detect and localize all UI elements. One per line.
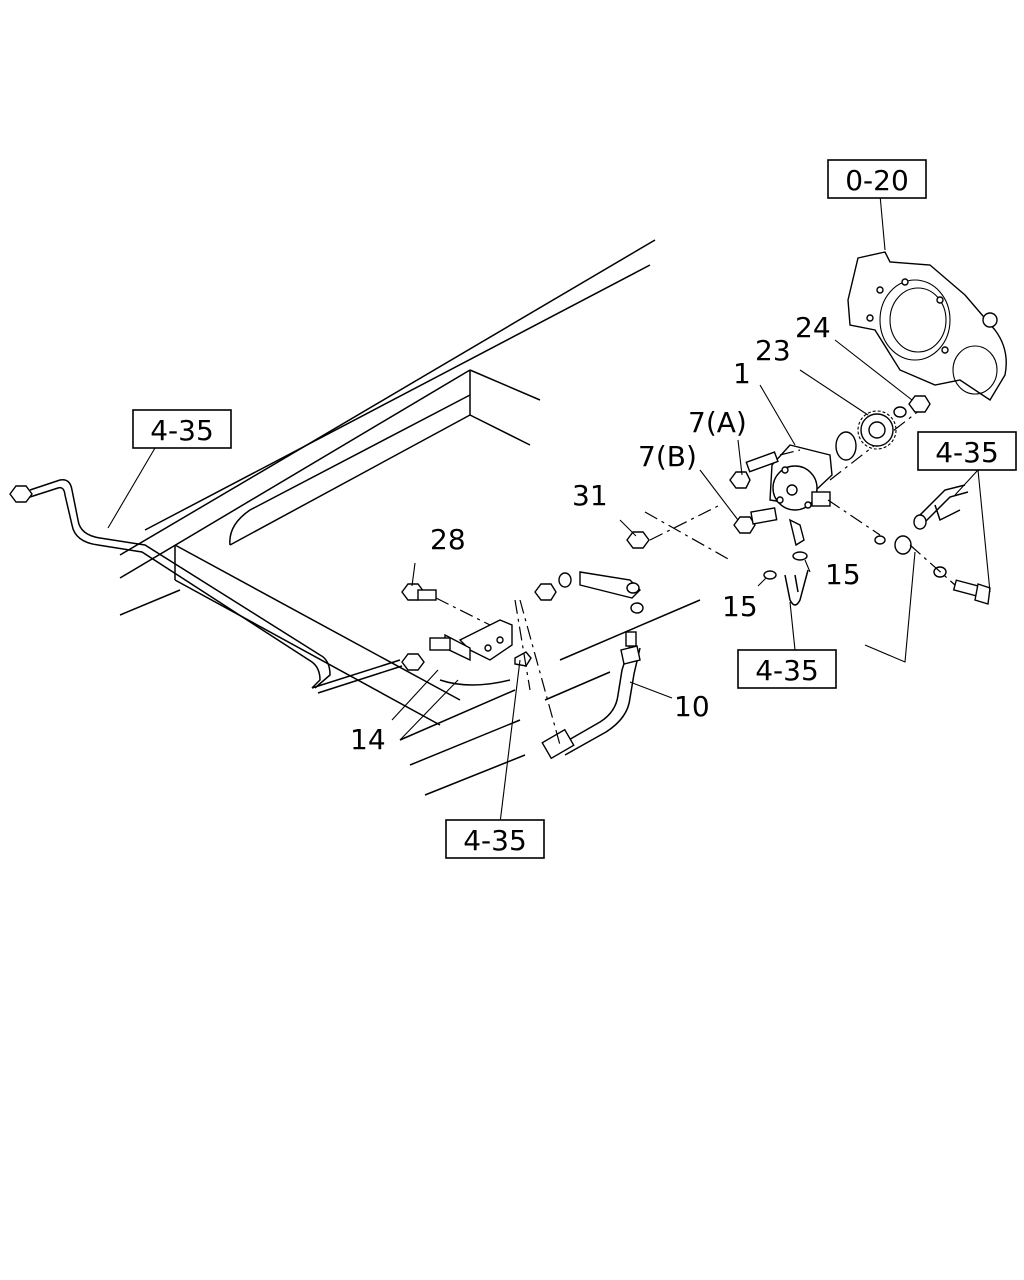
callout-7b: 7(B): [638, 440, 697, 473]
callout-14: 14: [350, 723, 386, 756]
timing-case-cover: [847, 251, 1007, 401]
banjo-pipe-right: [894, 484, 991, 605]
gear-23: [857, 410, 897, 450]
ref-box-4-35-bottom: 4-35: [445, 819, 545, 859]
callout-7a: 7(A): [688, 406, 747, 439]
hose-10: [519, 599, 641, 760]
callout-24: 24: [795, 311, 831, 344]
ref-0-20-label: 0-20: [845, 164, 909, 197]
vacuum-pump-1: [769, 409, 921, 545]
bolt-7b: [733, 507, 778, 534]
nut-24: [893, 395, 931, 418]
frame-rail: [119, 239, 701, 796]
ref-4-35-left-label: 4-35: [150, 414, 214, 447]
leader-lines: [107, 194, 991, 824]
callout-28: 28: [430, 523, 466, 556]
ref-box-4-35-left: 4-35: [132, 409, 232, 449]
bolt-28: [401, 583, 501, 631]
tube-clamps-15: [763, 518, 809, 606]
ref-4-35-center-label: 4-35: [755, 654, 819, 687]
clip-bracket: [534, 504, 731, 614]
callout-1: 1: [733, 357, 751, 390]
ref-4-35-right-label: 4-35: [935, 436, 999, 469]
callout-15-left: 15: [722, 590, 758, 623]
callout-23: 23: [755, 334, 791, 367]
nut-31: [626, 531, 650, 549]
bolt-7a: [729, 449, 801, 489]
brake-pipe-left: [9, 478, 425, 694]
callout-10: 10: [674, 690, 710, 723]
pipe-flare-nut-right: [401, 653, 425, 671]
ref-4-35-bottom-label: 4-35: [463, 824, 527, 857]
callout-31: 31: [572, 479, 608, 512]
union-bracket-14: [429, 599, 532, 691]
callout-15-right: 15: [825, 558, 861, 591]
ref-box-4-35-center: 4-35: [737, 649, 837, 689]
ref-box-0-20: 0-20: [827, 159, 927, 199]
pipe-flare-nut-left: [9, 485, 33, 503]
ref-box-4-35-right: 4-35: [917, 431, 1017, 471]
